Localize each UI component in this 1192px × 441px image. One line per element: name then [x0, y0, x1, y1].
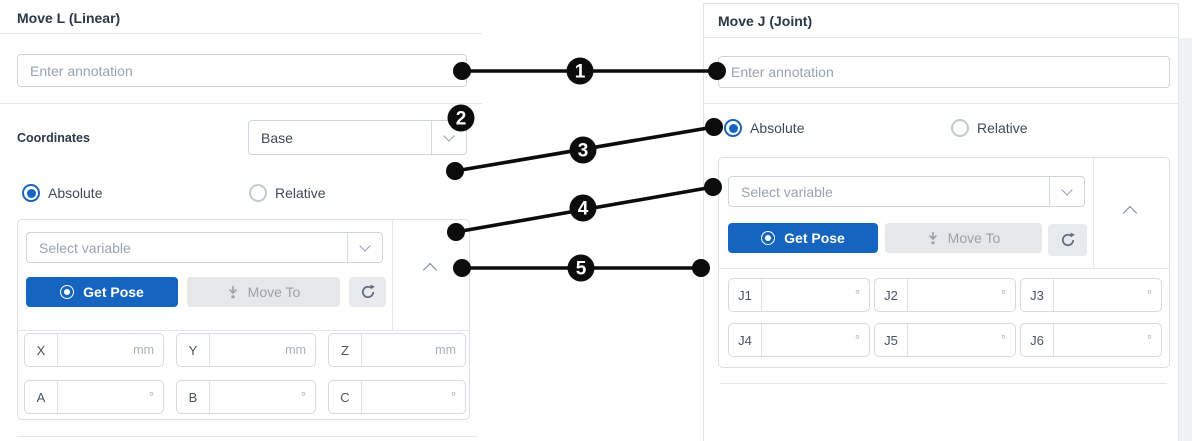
- move-j-variable-select[interactable]: Select variable: [728, 176, 1085, 207]
- move-j-annotation-input[interactable]: [719, 64, 1169, 80]
- card-right-border: [1178, 3, 1179, 441]
- group-divider: [719, 268, 1169, 269]
- card-top-border: [703, 3, 1178, 4]
- move-j-get-pose-button[interactable]: Get Pose: [728, 223, 878, 253]
- group-divider: [1093, 158, 1094, 268]
- move-l-get-pose-button[interactable]: Get Pose: [26, 277, 178, 307]
- move-l-absolute-label: Absolute: [48, 185, 103, 201]
- move-j-panel-title: Move J (Joint): [718, 13, 813, 29]
- callout-3-number: 3: [578, 141, 589, 162]
- callout-1-badge: [566, 57, 594, 85]
- callout-1-number: 1: [575, 62, 586, 83]
- coordinate-field-b: B °: [176, 380, 316, 414]
- divider: [0, 33, 482, 34]
- coordinates-label: Coordinates: [17, 131, 90, 145]
- chevron-down-icon: [347, 233, 382, 262]
- joint-field-j6: J6 °: [1020, 323, 1162, 357]
- callout-3-line: [454, 125, 715, 173]
- callout-4: 4: [447, 178, 722, 241]
- move-l-relative-label: Relative: [275, 185, 326, 201]
- coordinate-field-z: Z mm: [328, 333, 466, 367]
- callout-4-badge: [569, 194, 597, 222]
- joint-field-j5: J5 °: [874, 323, 1016, 357]
- move-l-variable-select[interactable]: Select variable: [26, 232, 383, 263]
- group-divider: [18, 330, 469, 331]
- move-j-absolute-label: Absolute: [750, 120, 805, 136]
- callout-1: 1: [453, 57, 726, 85]
- coordinate-field-x: X mm: [24, 333, 164, 367]
- joint-field-j2: J2 °: [874, 278, 1016, 312]
- joint-field-j1: J1 °: [728, 278, 870, 312]
- move-down-to-point-icon: [228, 286, 237, 299]
- divider: [720, 383, 1167, 384]
- j1-value-input[interactable]: [762, 279, 855, 311]
- move-j-annotation-input-wrap: [718, 56, 1170, 88]
- callout-5-number: 5: [576, 259, 587, 280]
- callout-4-number: 4: [578, 199, 589, 220]
- chevron-up-icon: [1122, 205, 1138, 221]
- chevron-down-icon: [1049, 177, 1084, 206]
- refresh-icon: [1061, 232, 1075, 247]
- move-j-relative-radio[interactable]: [951, 119, 969, 137]
- move-l-panel-title: Move L (Linear): [17, 10, 121, 26]
- coordinates-select[interactable]: Base: [248, 120, 467, 155]
- coordinate-field-c: C °: [328, 380, 466, 414]
- move-j-variable-placeholder: Select variable: [741, 183, 833, 200]
- j2-value-input[interactable]: [908, 279, 1001, 311]
- move-l-relative-radio[interactable]: [249, 184, 267, 202]
- chevron-down-icon: [431, 121, 466, 154]
- page-background-strip: [1179, 38, 1192, 441]
- a-value-input[interactable]: [58, 381, 149, 413]
- joint-field-j3: J3 °: [1020, 278, 1162, 312]
- move-l-annotation-input[interactable]: [18, 62, 466, 79]
- divider: [704, 103, 1178, 104]
- callout-5-badge: [567, 254, 595, 282]
- move-l-refresh-button[interactable]: [349, 277, 386, 307]
- callout-3-endpoint-left: [446, 162, 464, 180]
- chevron-up-icon: [422, 262, 438, 278]
- coordinate-field-a: A °: [24, 380, 164, 414]
- callout-5-endpoint-right: [692, 259, 710, 277]
- callout-3-endpoint-right: [705, 118, 723, 136]
- c-value-input[interactable]: [362, 381, 451, 413]
- b-value-input[interactable]: [210, 381, 301, 413]
- divider: [704, 37, 1178, 38]
- joint-field-j4: J4 °: [728, 323, 870, 357]
- move-down-to-point-icon: [928, 232, 937, 245]
- divider: [17, 436, 477, 437]
- callout-4-line: [455, 185, 714, 234]
- z-value-input[interactable]: [362, 334, 436, 366]
- target-icon: [60, 285, 75, 299]
- j3-value-input[interactable]: [1054, 279, 1147, 311]
- j6-value-input[interactable]: [1054, 324, 1147, 356]
- move-j-refresh-button[interactable]: [1048, 224, 1087, 256]
- x-value-input[interactable]: [58, 334, 134, 366]
- callout-3: 3: [446, 118, 723, 180]
- coordinates-select-value: Base: [261, 129, 293, 146]
- callout-3-badge: [569, 136, 597, 164]
- divider: [0, 103, 482, 104]
- target-icon: [761, 231, 776, 245]
- move-l-absolute-radio[interactable]: [22, 184, 40, 202]
- move-j-move-to-button[interactable]: Move To: [885, 223, 1042, 253]
- group-divider: [392, 220, 393, 330]
- move-l-annotation-input-wrap: [17, 54, 467, 87]
- card-left-border: [703, 3, 704, 441]
- move-j-collapse-button[interactable]: [1118, 202, 1142, 226]
- move-j-absolute-radio[interactable]: [724, 119, 742, 137]
- move-l-collapse-button[interactable]: [418, 259, 442, 283]
- callout-5: 5: [453, 254, 710, 282]
- move-j-relative-label: Relative: [977, 120, 1028, 136]
- y-value-input[interactable]: [210, 334, 286, 366]
- j5-value-input[interactable]: [908, 324, 1001, 356]
- refresh-icon: [361, 284, 375, 299]
- move-l-move-to-button[interactable]: Move To: [187, 277, 340, 307]
- move-l-variable-placeholder: Select variable: [39, 239, 131, 256]
- j4-value-input[interactable]: [762, 324, 855, 356]
- coordinate-field-y: Y mm: [176, 333, 316, 367]
